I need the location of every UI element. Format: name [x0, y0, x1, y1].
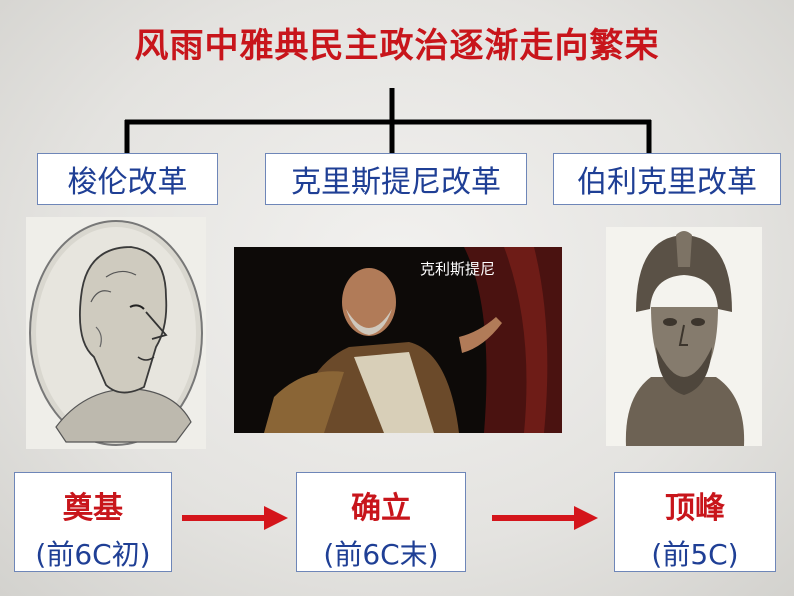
reform-box-solon: 梭伦改革 [37, 153, 218, 205]
stage-box-establishment: 确立 (前6C末) [296, 472, 466, 572]
pericles-bust [606, 227, 762, 446]
tree-connector [124, 88, 652, 153]
stage-name: 奠基 [63, 491, 123, 526]
stage-box-peak: 顶峰 (前5C) [614, 472, 776, 572]
stage-box-foundation: 奠基 (前6C初) [14, 472, 172, 572]
reform-label: 伯利克里改革 [577, 165, 757, 200]
photo-caption: 克利斯提尼 [420, 260, 496, 278]
arrow-right-icon [492, 506, 598, 530]
cleisthenes-photo [234, 247, 562, 433]
solon-portrait [26, 217, 206, 449]
stage-name: 确立 [351, 491, 411, 526]
stage-period: (前6C末) [323, 538, 439, 571]
page-title: 风雨中雅典民主政治逐渐走向繁荣 [134, 26, 660, 66]
stage-period: (前5C) [651, 538, 739, 571]
stage-period: (前6C初) [35, 538, 151, 571]
arrow-right-icon [182, 506, 288, 530]
reform-box-pericles: 伯利克里改革 [553, 153, 781, 205]
reform-label: 梭伦改革 [67, 165, 188, 200]
stage-name: 顶峰 [665, 491, 725, 526]
reform-box-cleisthenes: 克里斯提尼改革 [265, 153, 527, 205]
reform-label: 克里斯提尼改革 [291, 165, 501, 200]
